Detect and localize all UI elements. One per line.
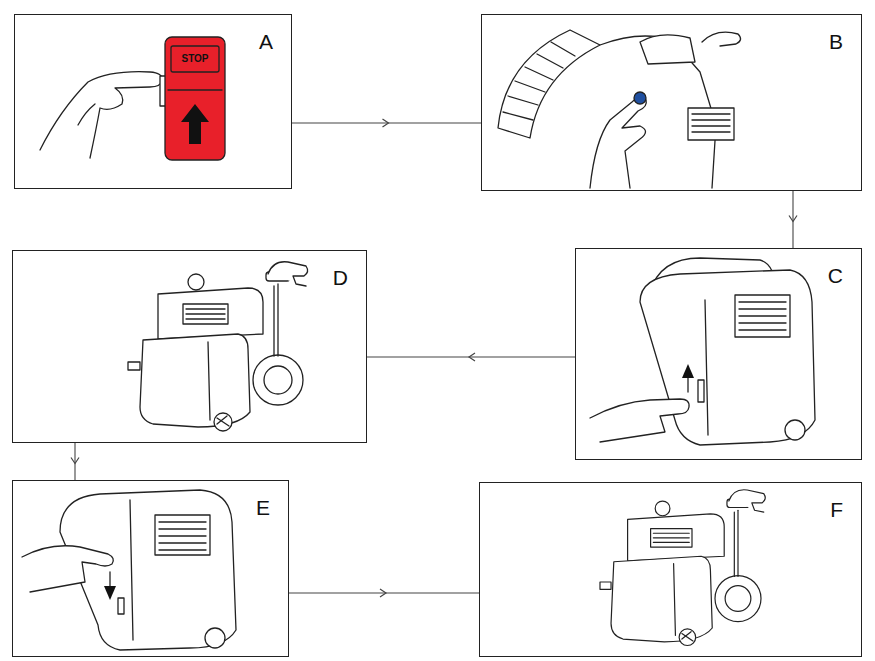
step-letter: A [259, 31, 273, 52]
flow-arrow [367, 356, 575, 357]
flow-arrow [292, 122, 481, 123]
step-panel: D [12, 250, 367, 443]
flow-arrow [74, 443, 75, 480]
step-panel: E [12, 480, 289, 657]
step-letter: E [256, 497, 270, 518]
step-letter: C [828, 265, 843, 286]
engine-pull-f [600, 490, 765, 646]
step-panel: B [481, 14, 862, 191]
flow-arrow [792, 191, 793, 248]
engine-pull-d [128, 262, 308, 431]
step-panel: A [14, 14, 292, 189]
stop-switch [165, 37, 225, 160]
step-letter: D [333, 267, 348, 288]
switch-label: STOP [171, 54, 219, 64]
choke-housing-e [22, 490, 236, 650]
primer-housing-b [498, 30, 741, 188]
step-letter: F [830, 499, 843, 520]
step-letter: B [829, 31, 843, 52]
flow-arrow [289, 592, 479, 593]
step-panel: C [575, 248, 862, 460]
step-panel: F [479, 482, 862, 657]
switch-hand-a [40, 37, 225, 160]
choke-housing-c [590, 258, 815, 445]
